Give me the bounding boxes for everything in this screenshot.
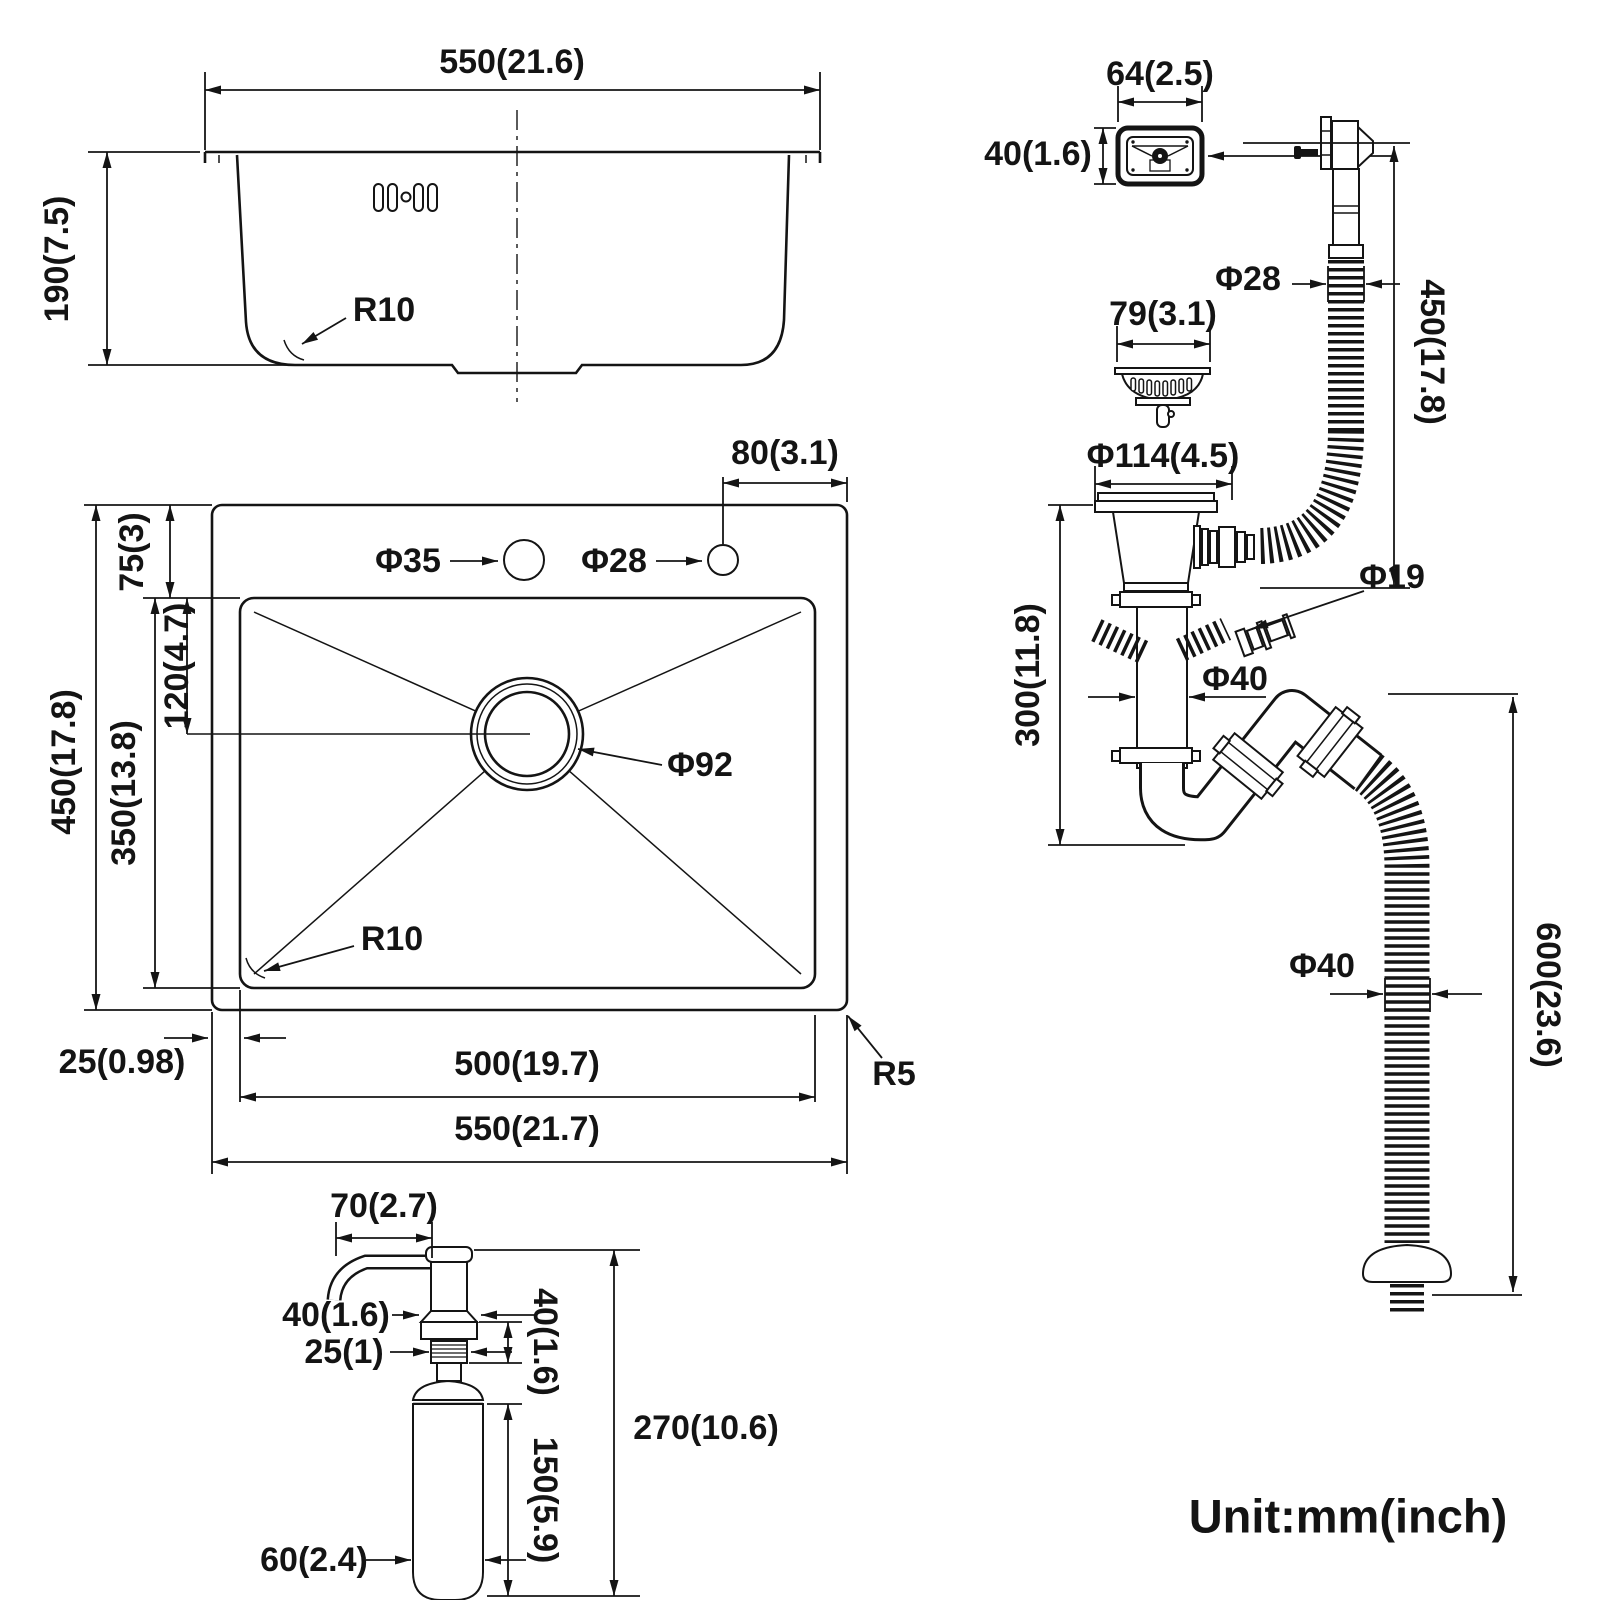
- screw-icon: [1294, 146, 1318, 159]
- spout-length-dim-label: 70(2.7): [330, 1187, 438, 1225]
- unit-label: Unit:mm(inch): [1189, 1490, 1508, 1543]
- bowl-width-dim-label: 500(19.7): [454, 1045, 600, 1083]
- drain-dim-label: Φ92: [667, 746, 733, 784]
- barb-fitting: [1234, 612, 1297, 658]
- sink-body-outline: [235, 154, 791, 375]
- sink-outer-rect: [210, 503, 849, 1012]
- bowl-corner-radius-label: R10: [361, 920, 423, 958]
- faucet-hole: [503, 539, 545, 581]
- trap-union-right: [1296, 705, 1364, 779]
- overflow-elbow: [1320, 116, 1374, 259]
- deck-depth-dim-label: 75(3): [113, 512, 151, 591]
- pipe-dim-label: Φ40: [1202, 660, 1268, 698]
- dispenser-pump-head: [418, 1246, 480, 1382]
- flange-width-dim-label: 40(1.6): [282, 1296, 390, 1334]
- drain-kit-view: 64(2.5) 40(1.6) Φ28: [984, 55, 1567, 1312]
- overflow-cover-width-dim-label: 64(2.5): [1106, 55, 1214, 93]
- basket-dim-label: 79(3.1): [1109, 295, 1217, 333]
- overall-height-dim-label: 270(10.6): [633, 1409, 779, 1447]
- overflow-hose-height-dim-label: 450(17.8): [1413, 279, 1451, 425]
- top-view: Φ35 Φ28 80(3.1) Φ92 450(17.8) 75(3) 350(…: [45, 434, 916, 1174]
- accessory-hole-dim-label: Φ28: [581, 542, 647, 580]
- outlet-hose: [1354, 753, 1430, 1243]
- accessory-hole: [707, 544, 739, 576]
- sink-bowl-rect: [238, 596, 817, 990]
- overflow-cover: [1115, 125, 1205, 187]
- basket-strainer: [1114, 367, 1211, 428]
- overflow-hose-dim-label: Φ28: [1215, 260, 1281, 298]
- faucet-hole-dim-label: Φ35: [375, 542, 441, 580]
- drain-offset-dim-label: 120(4.7): [158, 603, 196, 730]
- left-branch-stub: [1090, 619, 1149, 663]
- faucet-holes-icon: [373, 183, 438, 212]
- outlet-hose-dim-label: Φ40: [1289, 947, 1355, 985]
- bottle-height-dim-label: 150(5.9): [526, 1437, 564, 1564]
- head-height-dim-label: 40(1.6): [526, 1288, 564, 1396]
- overall-width-dim-label: 550(21.7): [454, 1110, 600, 1148]
- thread-width-dim-label: 25(1): [304, 1333, 383, 1371]
- right-branch-stub: [1175, 618, 1232, 661]
- p-trap: [1139, 689, 1383, 842]
- side-inlet-dim-label: Φ19: [1359, 558, 1425, 596]
- bottle-width-dim-label: 60(2.4): [260, 1541, 368, 1579]
- dispenser-bottle: [411, 1379, 485, 1600]
- bowl-edge-offset-dim-label: 25(0.98): [59, 1043, 186, 1081]
- soap-dispenser-view: 70(2.7) 40(1.6) 25(1) 40(1.6) 150(5.9) 2…: [260, 1187, 779, 1600]
- overflow-port: [1193, 525, 1255, 569]
- overflow-hose-bend: [1257, 429, 1364, 564]
- trap-union-left: [1211, 731, 1285, 801]
- outer-corner-radius-label: R5: [872, 1055, 915, 1093]
- overflow-cover-height-dim-label: 40(1.6): [984, 135, 1092, 173]
- front-depth-dim-label: 190(7.5): [38, 196, 76, 323]
- bowl-length-dim-label: 350(13.8): [105, 720, 143, 866]
- front-corner-radius-label: R10: [353, 291, 415, 329]
- hole-offset-dim-label: 80(3.1): [731, 434, 839, 472]
- overall-length-dim-label: 450(17.8): [45, 689, 83, 835]
- front-view: 550(21.6) 190(7.5) R10: [38, 43, 822, 402]
- outlet-hose-end: [1361, 1243, 1453, 1312]
- outlet-hose-height-dim-label: 600(23.6): [1529, 922, 1567, 1068]
- front-width-dim-label: 550(21.6): [439, 43, 585, 81]
- body-height-dim-label: 300(11.8): [1009, 603, 1047, 747]
- trap-locknut: [1119, 747, 1193, 764]
- strainer-flange-dim-label: Φ114(4.5): [1087, 437, 1240, 475]
